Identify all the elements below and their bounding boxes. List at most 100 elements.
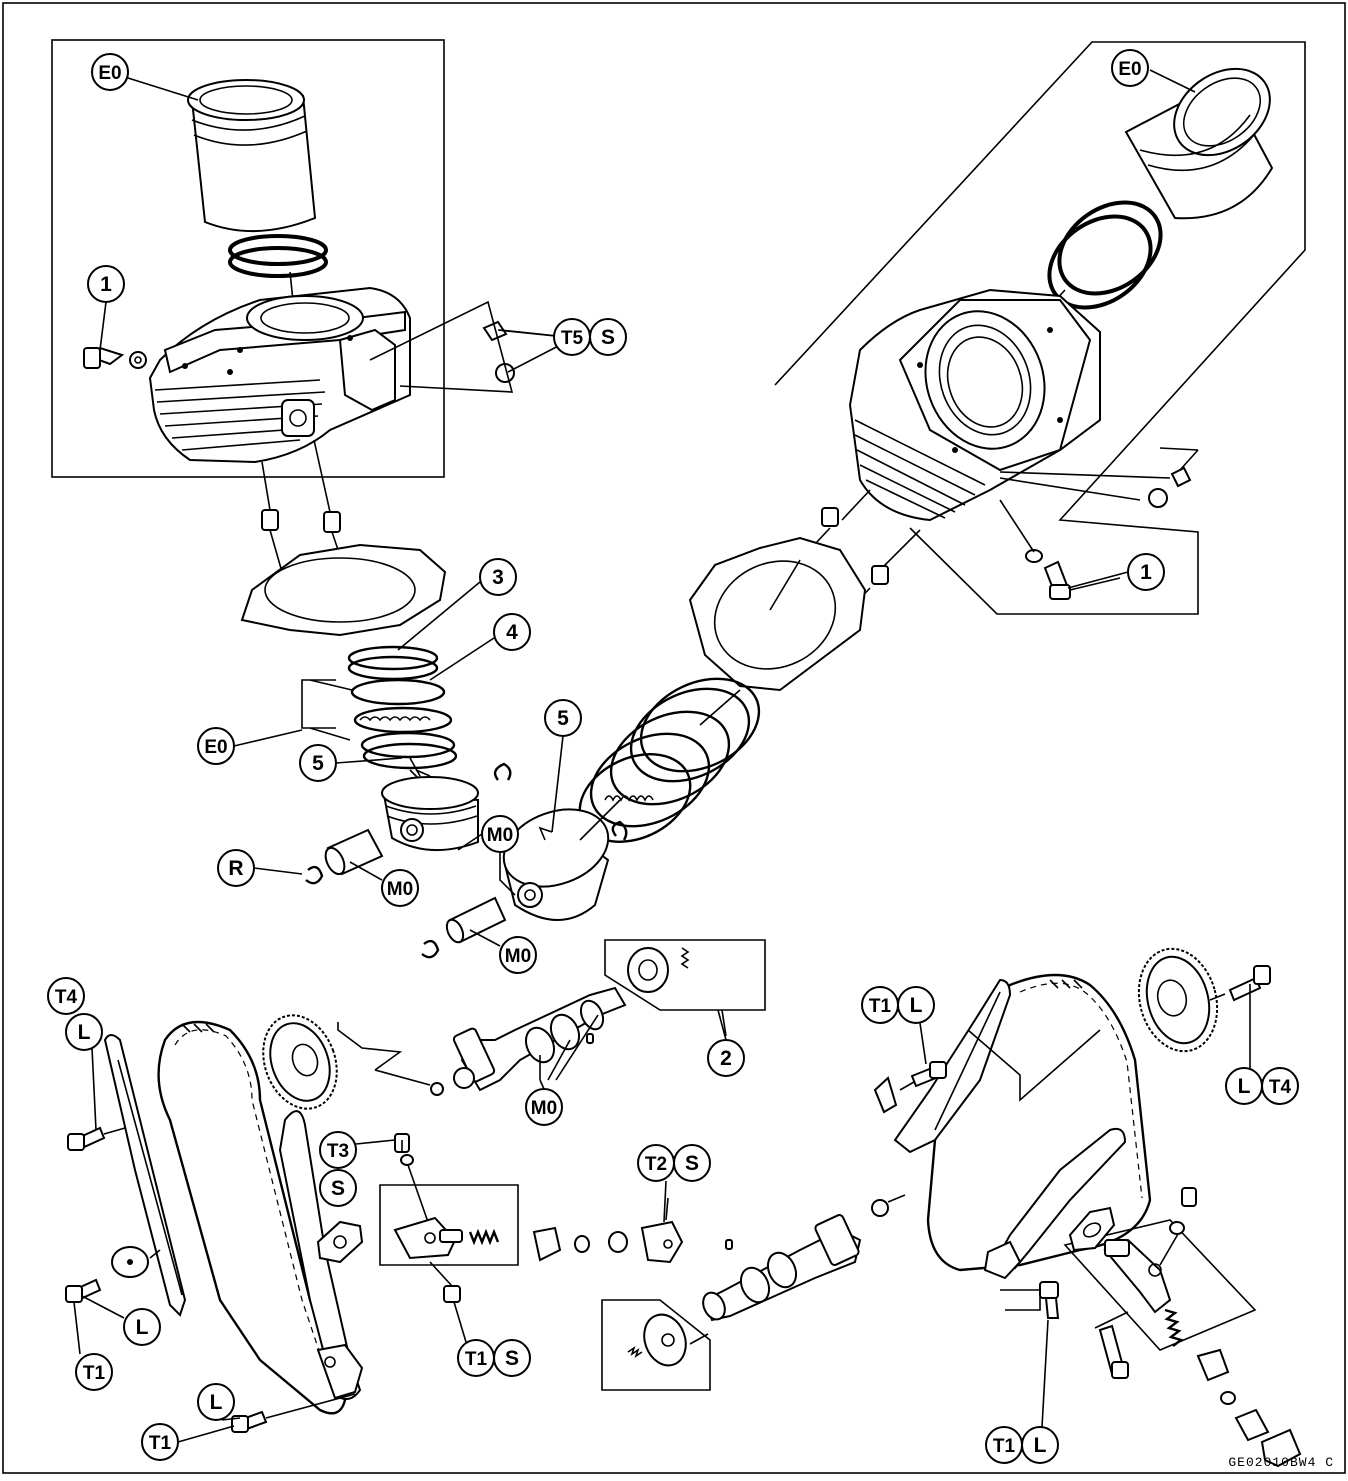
front-cam-sprocket-plate	[627, 947, 690, 993]
callout-leader-line	[177, 1425, 235, 1443]
callout-text: L	[910, 994, 923, 1017]
callout-t3: T3	[319, 1131, 396, 1169]
callout-text: T4	[55, 987, 78, 1008]
callout-t1-l-bottom-right: T1 L	[985, 1319, 1059, 1464]
callout-part-5-right: 5	[544, 699, 582, 833]
front-cylinder-o-ring	[228, 234, 328, 278]
callout-leader-line	[221, 1417, 241, 1421]
front-cylinder-group	[51, 39, 567, 637]
rear-tensioner-washer	[1169, 1221, 1185, 1235]
callout-part-1-right: 1	[1067, 553, 1165, 591]
rear-camshaft	[702, 1214, 862, 1322]
callout-circle	[673, 1144, 711, 1182]
front-cylinder-box	[51, 39, 445, 478]
callout-circle	[1111, 49, 1149, 87]
callout-text: L	[1238, 1075, 1251, 1098]
front-guide-bolt-upper	[67, 1126, 106, 1151]
front-tensioner-spring	[468, 1228, 500, 1246]
front-guide-bolt-lower	[65, 1278, 102, 1303]
callout-leader-line	[539, 1079, 545, 1090]
callout-text: 1	[1140, 561, 1152, 584]
callout-circle	[1127, 553, 1165, 591]
front-cylinder-body	[148, 286, 411, 464]
callout-text: M0	[505, 946, 531, 967]
front-dowel-pin	[261, 509, 341, 533]
front-piston-rings	[347, 645, 458, 770]
callout-leader-line	[717, 1009, 727, 1041]
callout-s-t3: S	[319, 1169, 357, 1207]
rear-tensioner-group	[1063, 1187, 1302, 1468]
callout-leader-line	[127, 77, 199, 101]
callout-leader-line	[335, 757, 403, 764]
callout-text: L	[1034, 1434, 1047, 1457]
callout-text: T3	[327, 1141, 349, 1162]
front-tensioner-cap	[532, 1220, 684, 1264]
callout-t5-s: T5 S	[499, 318, 627, 356]
front-piston-pin	[324, 828, 384, 876]
callout-circle	[381, 869, 419, 907]
callout-leader-line	[1149, 69, 1196, 93]
callout-leader-line	[397, 581, 481, 651]
callout-text: T1	[149, 1433, 172, 1454]
callout-leader-line	[253, 867, 303, 875]
callout-part-1-left: 1	[87, 265, 125, 351]
callout-leader-line	[91, 1047, 97, 1131]
callout-eo-top-right: E0	[1111, 49, 1196, 93]
rear-cam-dowel	[871, 1199, 889, 1217]
callout-mo-pin-right: M0	[469, 929, 537, 974]
callout-leader-line	[233, 729, 303, 747]
rear-dowel-pin	[821, 507, 889, 585]
callout-circle	[141, 1423, 179, 1461]
callout-t1-left-bottom: T1	[141, 1423, 235, 1461]
callout-circle	[707, 1039, 745, 1077]
callout-leader-line	[355, 1139, 396, 1145]
callout-circle	[319, 1131, 357, 1169]
rear-cam-key	[725, 1239, 733, 1250]
callout-circle	[1021, 1426, 1059, 1464]
callout-l-left-top: L	[65, 1013, 103, 1131]
front-camshaft	[452, 986, 627, 1092]
rear-cam-chain-guide	[893, 978, 1012, 1154]
callout-text: M0	[487, 825, 513, 846]
front-cam-dowel	[430, 1082, 444, 1096]
callout-circle	[481, 815, 519, 853]
rear-camshaft-group	[601, 1194, 906, 1391]
callout-text: T1	[869, 996, 892, 1017]
front-piston	[381, 776, 479, 852]
callout-text: T1	[993, 1436, 1016, 1457]
rear-tensioner-guide	[983, 1127, 1127, 1280]
callout-leader-line	[457, 833, 483, 851]
callout-t1-l-right: T1 L	[861, 986, 935, 1065]
callout-circle	[525, 1088, 563, 1126]
front-cam-chain-group	[65, 1014, 364, 1433]
callout-leader-line	[73, 1301, 81, 1355]
front-cylinder-base-gasket	[240, 543, 447, 637]
front-cam-chain-guide	[103, 1034, 187, 1317]
front-tensioner-guide-bolt	[231, 1410, 268, 1433]
rear-tensioner-gasket	[1068, 1206, 1116, 1252]
callout-leader-line	[81, 1295, 125, 1319]
callout-circle	[65, 1013, 103, 1051]
callout-mo-pin: M0	[349, 861, 419, 907]
rear-cylinder-body	[848, 288, 1101, 522]
callout-text: E0	[204, 737, 227, 758]
callout-text: E0	[1118, 59, 1141, 80]
callout-text: T5	[561, 328, 584, 349]
rear-cam-sprocket-plate	[627, 1313, 687, 1367]
front-tensioner-washer	[400, 1154, 414, 1166]
callout-leader-line	[469, 929, 501, 947]
callout-text: R	[228, 857, 243, 880]
rear-piston-group	[421, 677, 761, 959]
callout-text: T1	[465, 1349, 488, 1370]
callout-text: S	[601, 326, 615, 349]
callout-t1-left: T1	[73, 1301, 113, 1391]
callout-text: 5	[557, 707, 569, 730]
callout-part-3: 3	[397, 558, 517, 651]
callout-part-5-left: 5	[299, 744, 403, 782]
callout-eo-top-left: E0	[91, 53, 199, 101]
callout-leader-line	[99, 301, 107, 351]
